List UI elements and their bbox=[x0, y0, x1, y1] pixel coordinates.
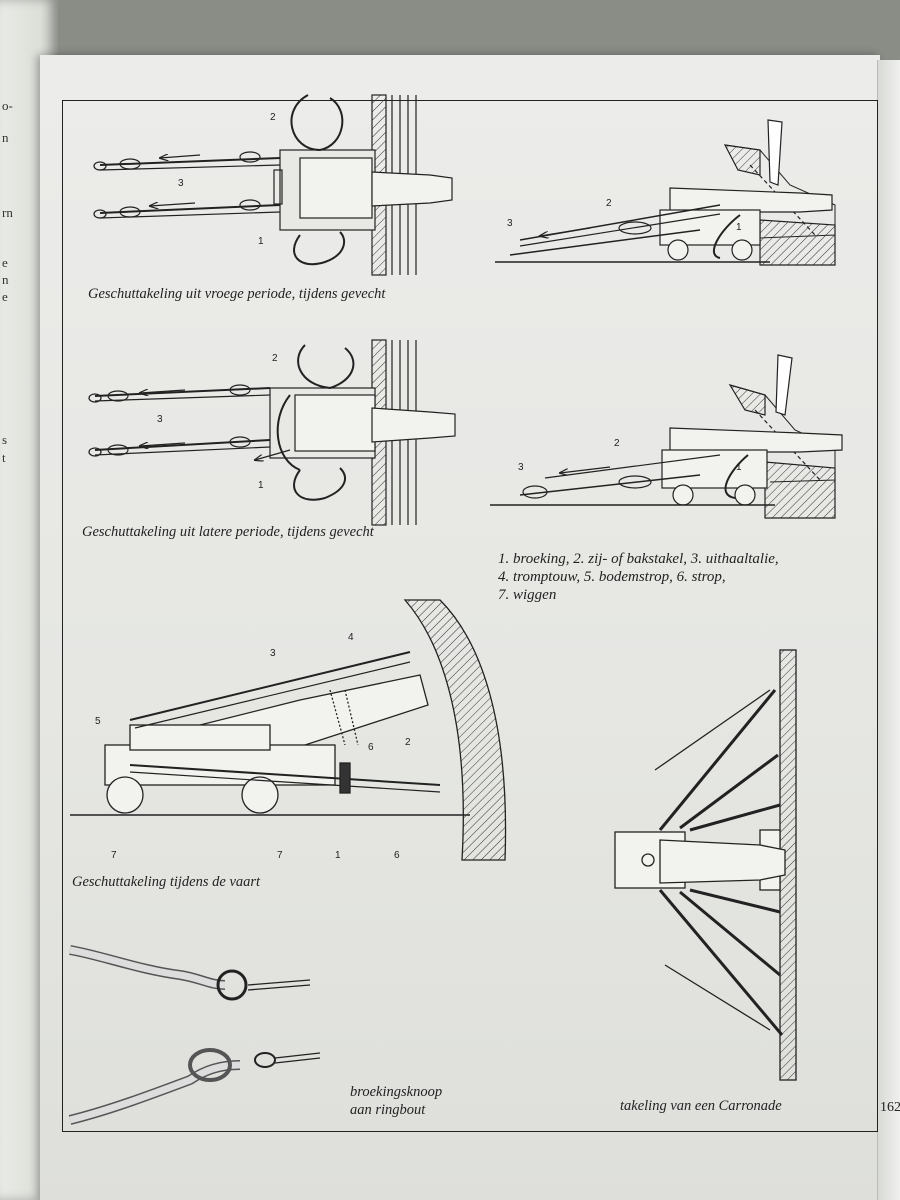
fig3-label: 2 bbox=[272, 353, 278, 364]
fig2-cannon-side-view bbox=[495, 119, 836, 266]
fig5-label: 3 bbox=[270, 648, 276, 659]
page-number: 162 bbox=[880, 1100, 900, 1115]
fig1-caption: Geschuttakeling uit vroege periode, tijd… bbox=[88, 286, 386, 302]
fig4-label: 2 bbox=[614, 438, 620, 449]
fig4-cannon-side-view bbox=[490, 354, 843, 519]
fig1-cannon-top-view bbox=[93, 94, 453, 276]
fig6-breeching-knot bbox=[68, 945, 321, 1125]
fig5-label: 4 bbox=[348, 632, 354, 643]
left-page-text: e bbox=[2, 289, 8, 304]
fig7-carronade bbox=[614, 649, 797, 1081]
fig5-label: 2 bbox=[405, 737, 411, 748]
fig3-label: 3 bbox=[157, 414, 163, 425]
fig4-label: 3 bbox=[518, 462, 524, 473]
fig7-caption: takeling van een Carronade bbox=[620, 1098, 782, 1114]
fig3-label: 1 bbox=[258, 480, 264, 491]
left-page-text: o- bbox=[2, 98, 13, 113]
fig6-caption-line2: aan ringbout bbox=[350, 1102, 426, 1118]
fig5-label: 6 bbox=[394, 850, 400, 861]
fig5-cannon-traveling bbox=[70, 599, 507, 861]
illustration-frame bbox=[62, 100, 878, 1132]
legend: 1. broeking, 2. zij- of bakstakel, 3. ui… bbox=[498, 550, 828, 604]
left-page-text: n bbox=[2, 130, 9, 145]
legend-line: 1. broeking, 2. zij- of bakstakel, 3. ui… bbox=[498, 551, 779, 567]
left-page-text: e bbox=[2, 255, 8, 270]
fig2-label: 1 bbox=[736, 222, 742, 233]
fig5-label: 1 bbox=[335, 850, 341, 861]
left-page-text: n bbox=[2, 272, 9, 287]
legend-line: 4. tromptouw, 5. bodemstrop, 6. strop, bbox=[498, 569, 726, 585]
fig2-label: 3 bbox=[507, 218, 513, 229]
fig1-label: 3 bbox=[178, 178, 184, 189]
fig5-label: 7 bbox=[111, 850, 117, 861]
fig5-label: 6 bbox=[368, 742, 374, 753]
fig1-label: 1 bbox=[258, 236, 264, 247]
left-page-text: s bbox=[2, 432, 8, 447]
fig3-caption: Geschuttakeling uit latere periode, tijd… bbox=[82, 524, 374, 540]
fig6-caption-line1: broekingsknoop bbox=[350, 1084, 443, 1100]
fig1-label: 2 bbox=[270, 112, 276, 123]
legend-line: 7. wiggen bbox=[498, 587, 557, 603]
left-page-text: rn bbox=[2, 205, 13, 220]
fig5-caption: Geschuttakeling tijdens de vaart bbox=[72, 874, 261, 890]
fig5-label: 7 bbox=[277, 850, 283, 861]
left-page-text: t bbox=[2, 450, 6, 465]
fig3-cannon-top-view bbox=[88, 339, 456, 526]
fig4-label: 1 bbox=[736, 462, 742, 473]
fig2-label: 2 bbox=[606, 198, 612, 209]
fig5-label: 5 bbox=[95, 716, 101, 727]
